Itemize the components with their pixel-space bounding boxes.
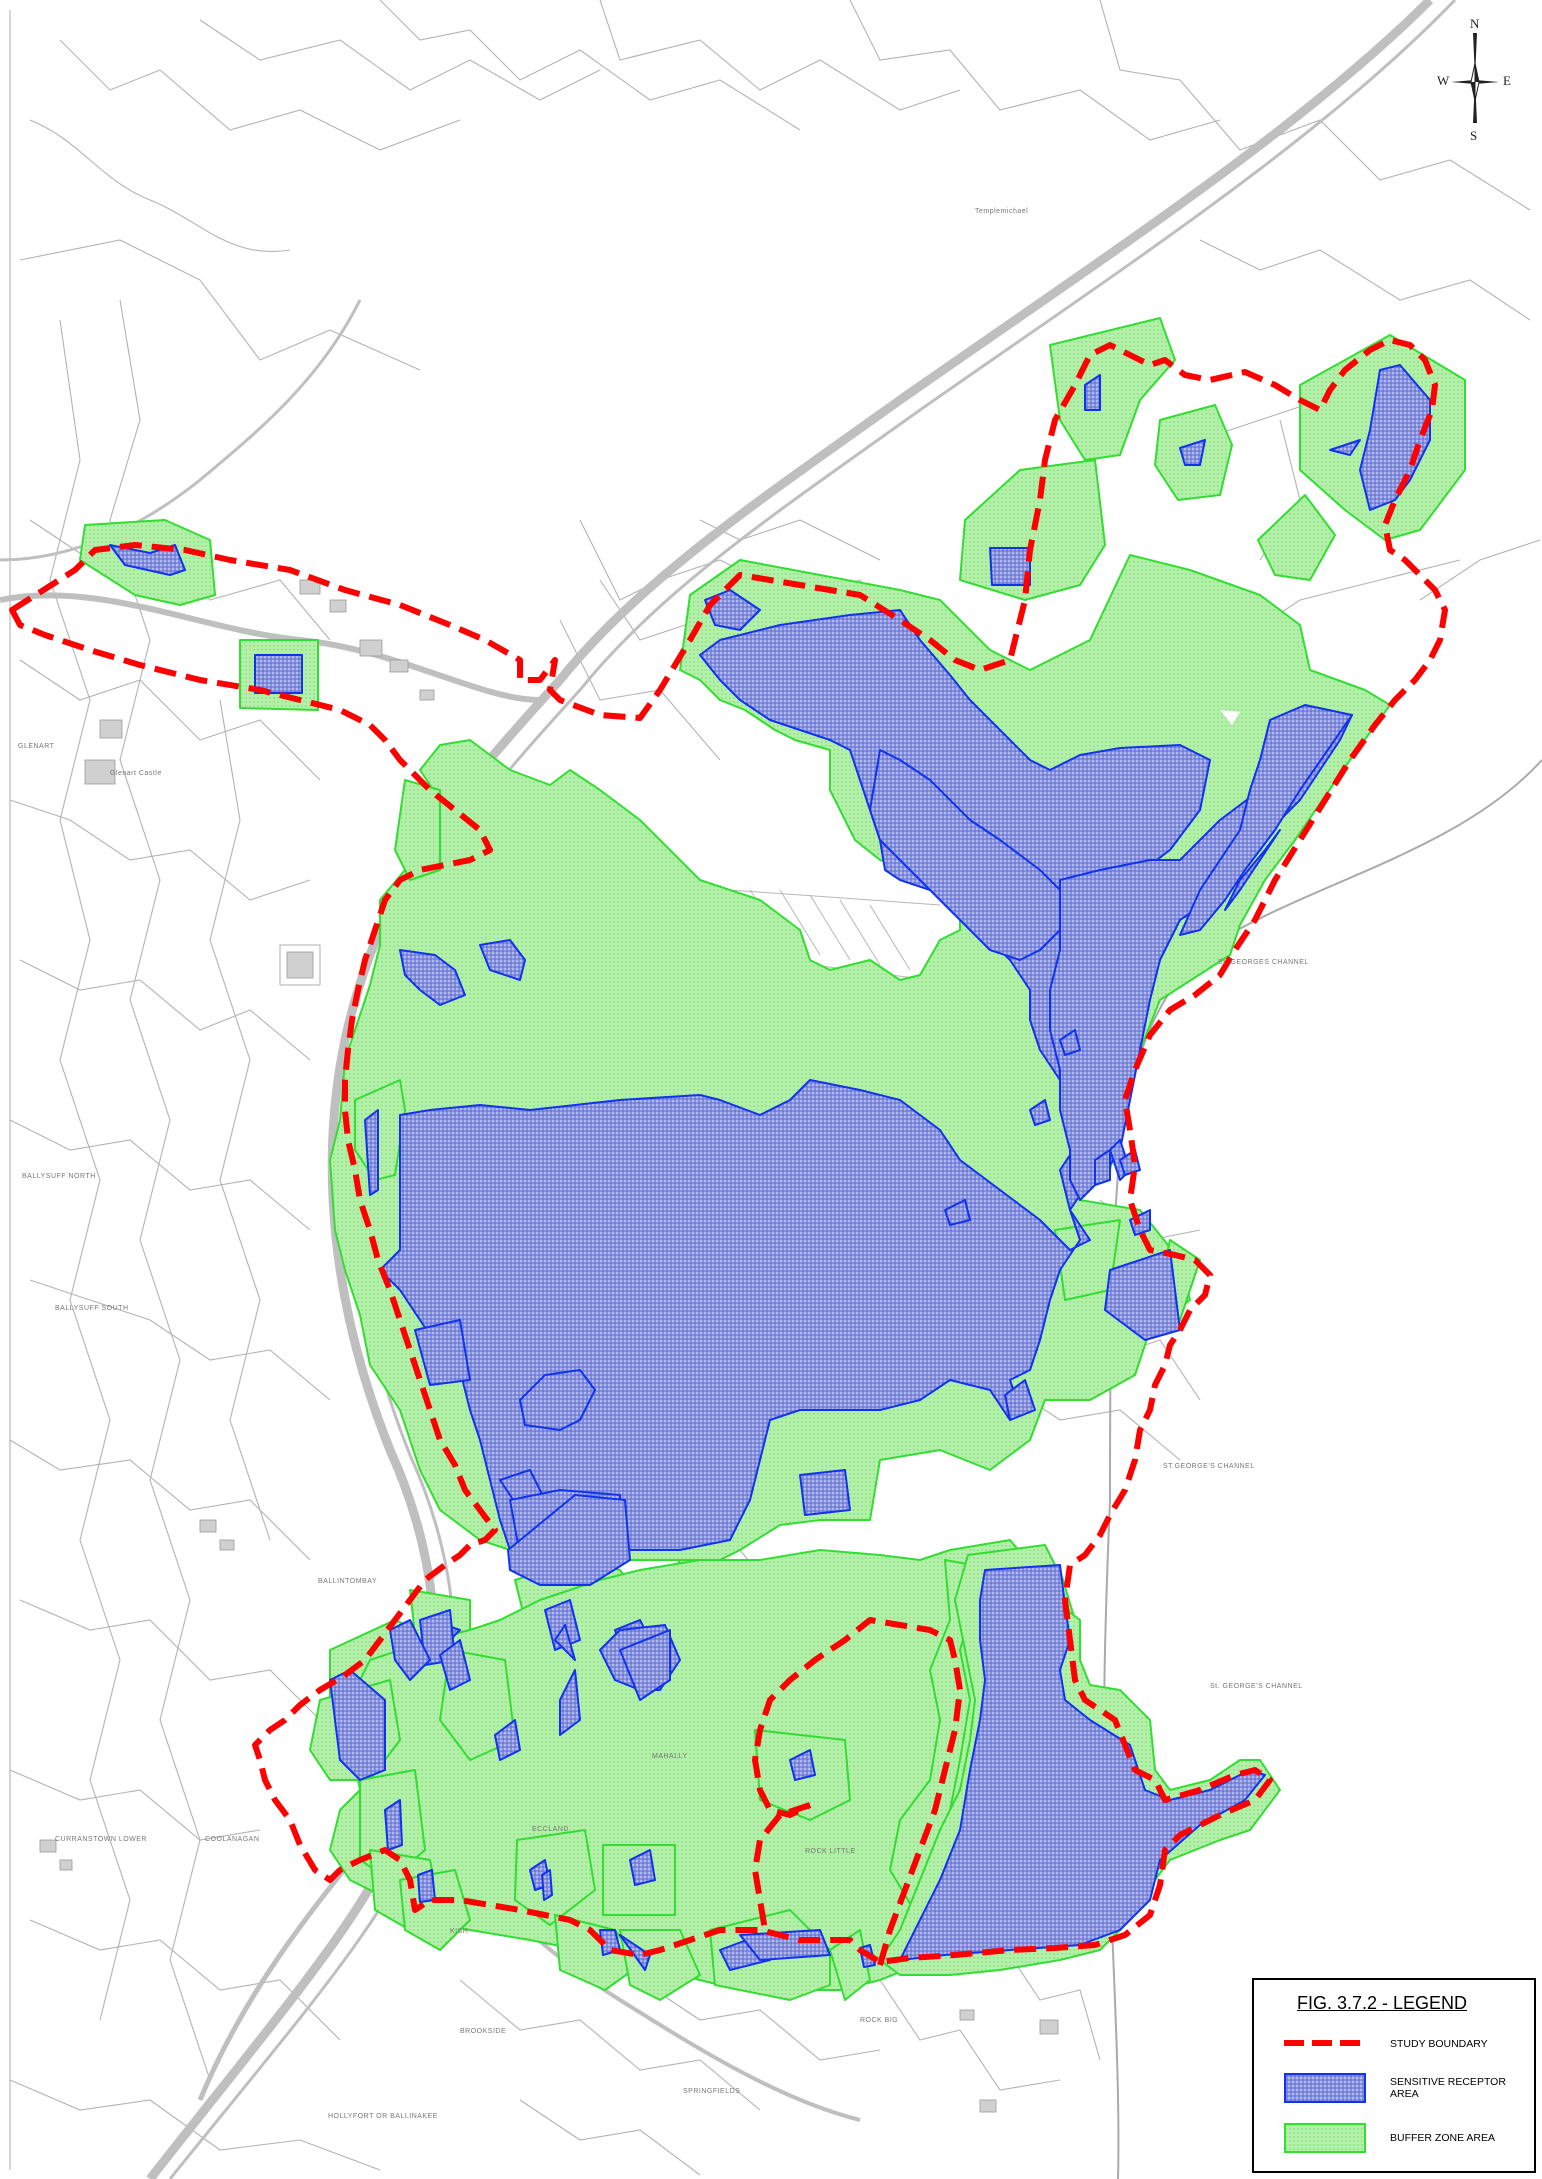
place-label-ballysuff-south: BALLYSUFF SOUTH bbox=[55, 1305, 129, 1312]
legend-sensitive-receptor-label: SENSITIVE RECEPTOR AREA bbox=[1390, 2076, 1506, 2100]
place-label-ballysuff-north: BALLYSUFF NORTH bbox=[22, 1173, 96, 1180]
place-label-hollyfort: HOLLYFORT OR BALLINAKEE bbox=[328, 2113, 438, 2120]
compass-rose: N S W E bbox=[1435, 16, 1515, 148]
compass-west-label: W bbox=[1437, 73, 1450, 88]
base-map-field-boundaries bbox=[9, 0, 1541, 2176]
place-label-eccland: ECCLAND bbox=[532, 1826, 569, 1833]
compass-icon bbox=[1451, 33, 1499, 123]
compass-south-label: S bbox=[1470, 128, 1478, 143]
study-boundary bbox=[9, 337, 1448, 1966]
place-label-springfields: SPRINGFIELDS bbox=[683, 2088, 741, 2095]
legend-title: FIG. 3.7.2 - LEGEND bbox=[1297, 1993, 1468, 2013]
legend-buffer-zone-symbol bbox=[1284, 2123, 1366, 2153]
place-label-glenart-castle: Glenart Castle bbox=[110, 770, 162, 777]
sensitive-receptor-areas bbox=[109, 364, 1431, 1971]
place-label-kish: KISH bbox=[450, 1928, 469, 1935]
place-label-glenart: GLENART bbox=[18, 743, 55, 750]
sea-edge-gap bbox=[1220, 710, 1240, 725]
buildings bbox=[39, 579, 1059, 2113]
legend-sensitive-receptor-line1: SENSITIVE RECEPTOR bbox=[1390, 2076, 1506, 2088]
place-label-st-georges-channel-3: St. GEORGE'S CHANNEL bbox=[1210, 1683, 1303, 1690]
place-label-curranstown-lower: CURRANSTOWN LOWER bbox=[55, 1836, 147, 1843]
map-legend: FIG. 3.7.2 - LEGEND STUDY BOUNDARY SENSI… bbox=[1252, 1978, 1536, 2173]
place-label-st-georges-channel-2: ST.GEORGE'S CHANNEL bbox=[1163, 1463, 1255, 1470]
legend-study-boundary-label: STUDY BOUNDARY bbox=[1390, 2038, 1488, 2050]
place-label-templemichael: Templemichael bbox=[975, 208, 1029, 215]
compass-east-label: E bbox=[1503, 73, 1511, 88]
legend-sensitive-receptor-symbol bbox=[1284, 2073, 1366, 2103]
compass-north-label: N bbox=[1470, 16, 1480, 31]
place-label-ballintombay: BALLINTOMBAY bbox=[318, 1578, 378, 1585]
legend-study-boundary-symbol bbox=[1284, 2040, 1364, 2046]
place-label-st-georges-channel-1: St. GEORGES CHANNEL bbox=[1218, 959, 1309, 966]
place-label-rock-big: ROCK BIG bbox=[860, 2017, 899, 2024]
legend-buffer-zone-label: BUFFER ZONE AREA bbox=[1390, 2132, 1496, 2144]
place-label-brookside: BROOKSIDE bbox=[460, 2028, 507, 2035]
place-label-mahally: MAHALLY bbox=[652, 1753, 688, 1760]
place-label-coolanagan: COOLANAGAN bbox=[205, 1836, 260, 1843]
place-label-rock-little: ROCK LITTLE bbox=[805, 1848, 856, 1855]
legend-sensitive-receptor-line2: AREA bbox=[1390, 2088, 1419, 2100]
